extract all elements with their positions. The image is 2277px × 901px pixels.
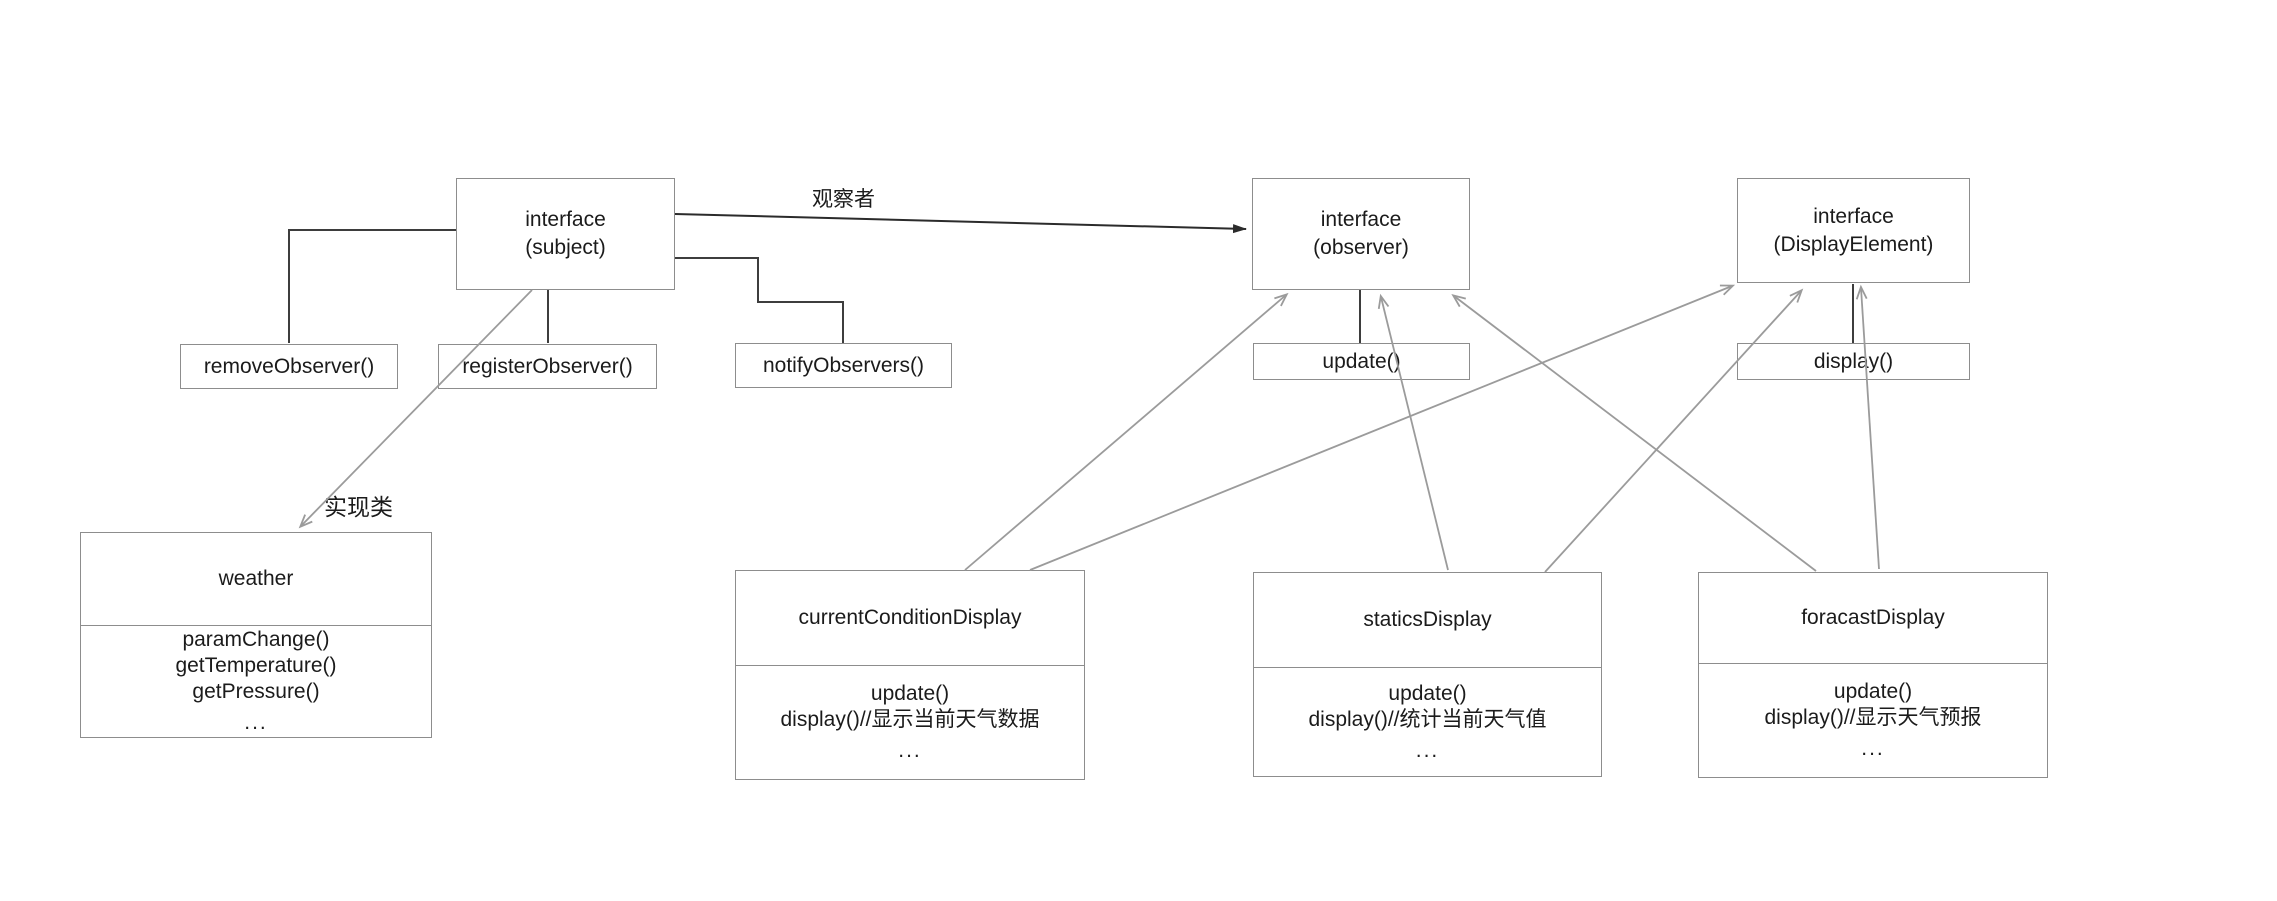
class-box-staticsdisplay-methods: update() display()//统计当前天气值 ... — [1254, 668, 1601, 776]
method-label: getPressure() — [192, 680, 320, 703]
method-box-removeobserver: removeObserver() — [180, 344, 398, 389]
class-box-currentconditiondisplay: currentConditionDisplay update() display… — [735, 570, 1085, 780]
ellipsis-label: ... — [1861, 737, 1885, 760]
class-box-foracastdisplay: foracastDisplay update() display()//显示天气… — [1698, 572, 2048, 778]
interface-box-observer: interface (observer) — [1252, 178, 1470, 290]
method-label: display()//显示天气预报 — [1764, 706, 1982, 729]
interface-box-subject-title: interface (subject) — [525, 208, 606, 259]
class-box-currentconditiondisplay-methods: update() display()//显示当前天气数据 ... — [736, 666, 1084, 779]
method-box-registerobserver: registerObserver() — [438, 344, 657, 389]
arrow-currentcondition-observer — [964, 292, 1289, 571]
interface-box-displayelement-title: interface (DisplayElement) — [1773, 204, 1934, 256]
class-box-weather: weather paramChange() getTemperature() g… — [80, 532, 432, 738]
method-box-update-label: update() — [1322, 349, 1401, 373]
arrow-foracastdisplay-observer — [1451, 293, 1817, 572]
class-box-staticsdisplay-title: staticsDisplay — [1254, 573, 1601, 668]
interface-box-observer-title: interface (observer) — [1313, 208, 1409, 259]
method-label: getTemperature() — [175, 654, 337, 677]
method-box-notifyobservers: notifyObservers() — [735, 343, 952, 388]
method-label: update() — [1388, 681, 1467, 705]
label-implements-arrow: 实现类 — [324, 494, 393, 520]
ellipsis-label: ... — [898, 739, 922, 762]
arrow-foracastdisplay-displayelement — [1855, 284, 1880, 570]
method-box-display-label: display() — [1813, 349, 1894, 373]
interface-box-subject: interface (subject) — [456, 178, 675, 290]
class-box-currentconditiondisplay-title: currentConditionDisplay — [736, 571, 1084, 666]
arrow-staticsdisplay-observer — [1377, 293, 1449, 571]
class-box-weather-title: weather — [81, 533, 431, 626]
class-box-foracastdisplay-methods: update() display()//显示天气预报 ... — [1699, 664, 2047, 777]
method-label: update() — [1833, 680, 1913, 703]
method-box-removeobserver-label: removeObserver() — [203, 354, 375, 378]
method-label: paramChange() — [182, 628, 330, 651]
arrow-staticsdisplay-displayelement — [1544, 288, 1804, 573]
method-label: update() — [870, 682, 950, 705]
method-label: display()//统计当前天气值 — [1308, 707, 1547, 731]
ellipsis-label: ... — [1415, 738, 1440, 762]
class-box-staticsdisplay: staticsDisplay update() display()//统计当前天… — [1253, 572, 1602, 777]
method-label: display()//显示当前天气数据 — [780, 708, 1040, 731]
method-box-registerobserver-label: registerObserver() — [462, 354, 633, 378]
class-box-weather-methods: paramChange() getTemperature() getPressu… — [81, 626, 431, 737]
method-box-notifyobservers-label: notifyObservers() — [762, 353, 925, 377]
arrow-subject-observer — [674, 213, 1247, 234]
ellipsis-label: ... — [244, 711, 268, 734]
method-box-display: display() — [1737, 343, 1970, 380]
class-box-foracastdisplay-title: foracastDisplay — [1699, 573, 2047, 664]
method-box-update: update() — [1253, 343, 1470, 380]
arrow-currentcondition-displayelement — [1029, 284, 1736, 571]
interface-box-displayelement: interface (DisplayElement) — [1737, 178, 1970, 283]
edge-subject-notifyobservers — [675, 257, 844, 343]
label-observer-arrow: 观察者 — [812, 188, 875, 211]
edge-subject-removeobserver — [288, 229, 456, 343]
